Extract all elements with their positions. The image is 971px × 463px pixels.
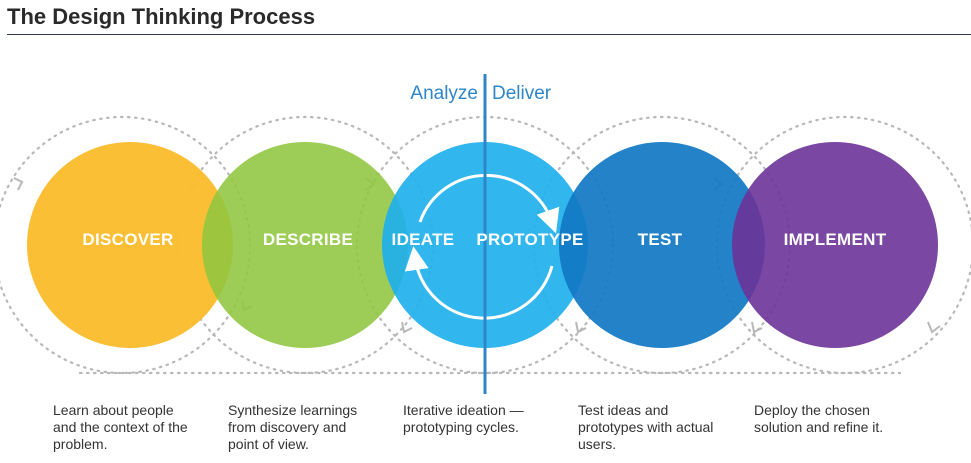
description-line: solution and refine it.	[754, 419, 884, 435]
stage-label-describe: DESCRIBE	[263, 230, 353, 249]
circle-test	[559, 142, 765, 348]
description-line: Deploy the chosen	[754, 402, 870, 418]
ring-arrowhead-icon	[927, 321, 941, 334]
ring-arrowhead-icon	[13, 177, 24, 191]
description-line: from discovery and	[228, 419, 347, 435]
description-line: point of view.	[228, 436, 309, 452]
phase-label-deliver: Deliver	[492, 83, 552, 104]
description-ideate: Iterative ideation — prototyping cycles.	[403, 402, 573, 436]
description-line: Iterative ideation —	[403, 402, 524, 418]
description-line: prototyping cycles.	[403, 419, 519, 435]
stage-label-prototype: PROTOTYPE	[476, 230, 583, 249]
description-line: Learn about people	[53, 402, 174, 418]
description-implement: Deploy the chosen solution and refine it…	[754, 402, 924, 436]
stage-label-implement: IMPLEMENT	[784, 230, 887, 249]
description-test: Test ideas and prototypes with actual us…	[578, 402, 748, 453]
description-line: Synthesize learnings	[228, 402, 358, 418]
description-line: users.	[578, 436, 617, 452]
page-title: The Design Thinking Process	[7, 4, 316, 29]
circle-discover	[27, 142, 233, 348]
ring-arrowhead-icon	[401, 321, 413, 334]
circle-implement	[732, 142, 938, 348]
title-divider	[7, 34, 971, 35]
cycle-arrow-bottom-icon	[404, 246, 554, 320]
stage-label-ideate: IDEATE	[392, 230, 455, 249]
description-line: and the context of the	[53, 419, 188, 435]
description-line: prototypes with actual	[578, 419, 714, 435]
circle-describe	[202, 142, 408, 348]
ring-arrowhead-icon	[751, 321, 763, 334]
stage-label-discover: DISCOVER	[82, 230, 173, 249]
description-discover: Learn about people and the context of th…	[53, 402, 223, 453]
dotted-ring-implement	[715, 115, 971, 375]
description-describe: Synthesize learnings from discovery and …	[228, 402, 398, 453]
stage-label-test: TEST	[638, 230, 683, 249]
description-line: Test ideas and	[578, 402, 669, 418]
phase-label-analyze: Analyze	[410, 83, 478, 104]
ring-arrowhead-icon	[575, 321, 587, 334]
description-line: problem.	[53, 436, 108, 452]
